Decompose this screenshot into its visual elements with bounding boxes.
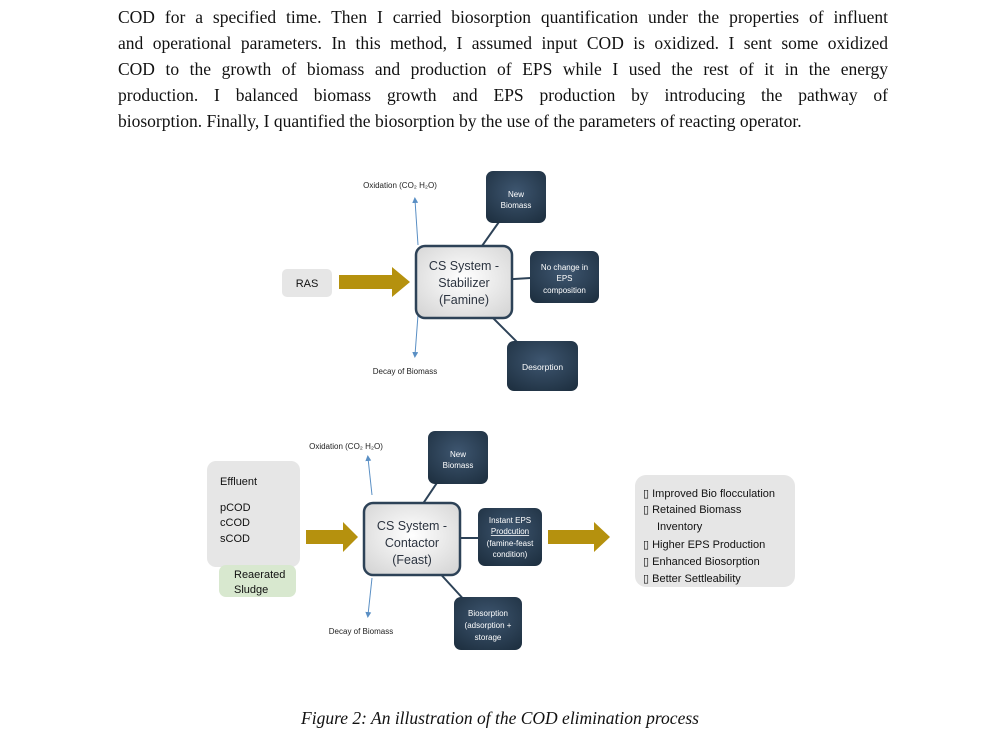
- effluent-item: cCOD: [220, 517, 250, 529]
- ras-label: RAS: [296, 278, 319, 290]
- new-biomass-box: [428, 431, 488, 484]
- new-biomass-line: Biomass: [443, 461, 474, 470]
- no-change-eps-line: EPS: [556, 274, 572, 283]
- decay-leader: [412, 314, 419, 358]
- outcome-item: ▯ Enhanced Biosorption: [643, 556, 760, 568]
- paragraph-line: production. I balanced biomass growth an…: [118, 85, 888, 105]
- outcome-item: ▯ Higher EPS Production: [643, 539, 765, 551]
- contactor-center-box: [362, 501, 462, 577]
- effluent-title: Effluent: [220, 476, 257, 488]
- instant-eps-box: [478, 508, 542, 566]
- oxidation-leader: [412, 197, 419, 246]
- new-biomass-line: Biomass: [501, 201, 532, 210]
- paragraph-line: and operational parameters. In this meth…: [118, 33, 888, 53]
- instant-eps-line: Instant EPS: [489, 516, 531, 525]
- biosorption-line: (adsorption +: [465, 621, 512, 630]
- output-arrow: [548, 522, 610, 552]
- new-biomass-line: New: [508, 190, 524, 199]
- biosorption-box: [454, 597, 522, 650]
- oxidation-label: Oxidation (CO₂ H₂O): [309, 442, 383, 451]
- figure-caption: Figure 2: An illustration of the COD eli…: [301, 708, 699, 728]
- biosorption-line: Biosorption: [468, 609, 508, 618]
- effluent-item: sCOD: [220, 533, 250, 545]
- outcomes-box: [635, 475, 795, 587]
- no-change-eps-box: [530, 251, 599, 303]
- input-arrow: [306, 522, 358, 552]
- contactor-center-line: Contactor: [385, 536, 439, 550]
- paragraph-line: COD to the growth of biomass and product…: [118, 59, 888, 79]
- desorption-box: [507, 341, 578, 391]
- decay-label: Decay of Biomass: [373, 367, 437, 376]
- instant-eps-line: condition): [493, 550, 528, 559]
- new-biomass-line: New: [450, 450, 466, 459]
- decay-label: Decay of Biomass: [329, 627, 393, 636]
- contactor-center-line: CS System -: [377, 519, 447, 533]
- contactor-diagram: Oxidation (CO₂ H₂O) Decay of Biomass Eff…: [207, 431, 795, 650]
- no-change-eps-line: No change in: [541, 263, 588, 272]
- outcome-item: ▯ Better Settleability: [643, 573, 741, 585]
- stabilizer-diagram: Oxidation (CO₂ H₂O) Decay of Biomass RAS…: [282, 171, 599, 391]
- instant-eps-line: (famine-feast: [487, 539, 534, 548]
- reaerated-line: Sludge: [234, 584, 268, 596]
- effluent-box: [207, 461, 300, 567]
- oxidation-label: Oxidation (CO₂ H₂O): [363, 181, 437, 190]
- ras-arrow: [339, 267, 410, 297]
- desorption-label: Desorption: [522, 362, 563, 372]
- effluent-item: pCOD: [220, 502, 251, 514]
- decay-leader: [365, 577, 373, 618]
- biosorption-line: storage: [475, 633, 502, 642]
- stabilizer-center-line: Stabilizer: [438, 276, 489, 290]
- reaerated-sludge-box: [219, 565, 296, 597]
- reaerated-line: Reaerated: [234, 569, 285, 581]
- cod-process-diagram: Oxidation (CO₂ H₂O) Decay of Biomass RAS…: [207, 171, 795, 650]
- outcome-item: ▯ Retained Biomass: [643, 504, 742, 516]
- stabilizer-center-box: [414, 244, 514, 320]
- outcome-item: Inventory: [657, 521, 703, 533]
- oxidation-leader: [365, 455, 373, 496]
- no-change-eps-line: composition: [543, 286, 586, 295]
- stabilizer-center-line: CS System -: [429, 259, 499, 273]
- stabilizer-center-line: (Famine): [439, 293, 489, 307]
- outcome-item: ▯ Improved Bio flocculation: [643, 488, 775, 500]
- paragraph-line: biosorption. Finally, I quantified the b…: [118, 111, 802, 131]
- ras-box: [282, 269, 332, 297]
- new-biomass-box: [486, 171, 546, 223]
- instant-eps-line: Prodcution: [491, 527, 529, 536]
- contactor-center-line: (Feast): [392, 553, 432, 567]
- paragraph-line: COD for a specified time. Then I carried…: [118, 7, 888, 27]
- body-paragraph: COD for a specified time. Then I carried…: [118, 4, 888, 134]
